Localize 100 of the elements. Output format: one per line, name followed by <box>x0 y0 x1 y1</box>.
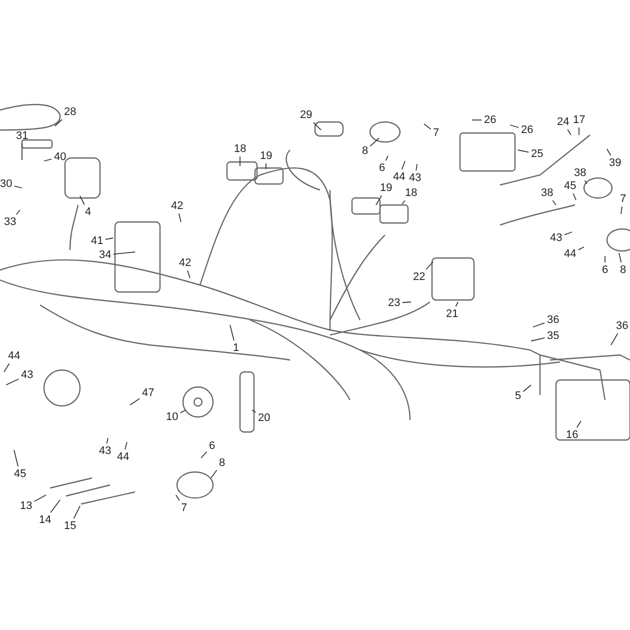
callout-number: 36 <box>616 320 628 332</box>
leader-line <box>618 252 622 263</box>
callout-number: 43 <box>550 232 562 244</box>
leader-line <box>370 138 380 147</box>
callout-number: 45 <box>14 468 26 480</box>
callout-number: 10 <box>166 410 178 424</box>
leader-line <box>584 180 588 184</box>
callout-number: 8 <box>219 456 226 470</box>
leader-line <box>313 122 322 130</box>
callout-number: 22 <box>413 270 426 284</box>
callout-number: 39 <box>609 156 622 170</box>
callout-number: 34 <box>99 248 112 262</box>
callout-number: 4 <box>85 206 92 218</box>
leader-line <box>426 262 434 270</box>
leader-line <box>532 322 546 328</box>
callout-number: 7 <box>433 126 440 140</box>
leader-line <box>80 196 85 205</box>
leader-line <box>73 506 80 519</box>
leader-line <box>455 302 458 307</box>
leader-line <box>576 420 582 428</box>
leader-line <box>530 337 546 342</box>
callout-number: 44 <box>117 450 130 464</box>
callout-number: 20 <box>258 412 270 424</box>
callout-number: 33 <box>4 216 16 228</box>
callout-number: 38 <box>574 166 586 180</box>
leader-line <box>210 470 218 478</box>
leader-line <box>200 451 208 458</box>
leader-line <box>34 494 46 502</box>
callout-number: 25 <box>531 148 544 160</box>
callout-number: 31 <box>16 130 28 142</box>
callout-number: 17 <box>573 114 586 126</box>
leader-line <box>578 127 580 136</box>
callout-number: 42 <box>171 200 184 212</box>
leader-line <box>376 195 382 206</box>
callout-number: 45 <box>564 180 576 192</box>
leader-line <box>572 193 576 200</box>
callout-number: 1 <box>233 342 240 354</box>
callout-number: 16 <box>566 428 578 442</box>
leader-line <box>510 124 520 128</box>
callout-number: 24 <box>557 116 570 128</box>
leader-line <box>578 246 584 250</box>
callout-number: 44 <box>393 170 406 184</box>
leader-line <box>552 200 556 206</box>
callout-number: 6 <box>602 264 608 276</box>
callout-number: 5 <box>515 390 522 402</box>
callout-number: 18 <box>234 142 246 156</box>
leader-line <box>564 232 572 236</box>
leader-line <box>14 186 22 188</box>
callout-number: 28 <box>64 106 76 118</box>
callout-number: 14 <box>39 514 52 526</box>
leader-line <box>518 150 530 153</box>
leader-line <box>180 410 186 414</box>
leader-line <box>402 200 406 204</box>
leader-line <box>16 210 20 215</box>
leader-line <box>44 158 52 162</box>
callout-number: 44 <box>564 248 576 260</box>
leader-line <box>252 410 256 413</box>
callout-number: 19 <box>260 150 272 162</box>
callout-number: 40 <box>54 150 66 164</box>
callout-number: 8 <box>362 144 368 158</box>
callout-number: 41 <box>91 234 104 248</box>
leader-line <box>385 156 388 161</box>
callout-number: 13 <box>20 500 32 512</box>
callout-number: 7 <box>620 192 626 206</box>
callout-number: 30 <box>0 178 12 190</box>
callout-number: 47 <box>142 386 154 400</box>
leader-line <box>6 378 20 386</box>
callout-number: 43 <box>99 444 112 458</box>
callout-number: 44 <box>8 350 20 362</box>
callout-number: 6 <box>209 440 216 452</box>
leader-line <box>416 164 418 171</box>
callout-number: 19 <box>380 182 392 194</box>
leader-line <box>604 256 606 263</box>
leader-line <box>610 333 618 346</box>
callout-number: 43 <box>409 172 422 184</box>
callout-number: 26 <box>484 114 496 126</box>
leader-line <box>54 119 62 126</box>
leader-line <box>522 384 532 392</box>
leader-line <box>567 129 572 136</box>
callout-number: 36 <box>547 314 560 326</box>
leader-line <box>106 438 108 444</box>
callout-number: 43 <box>21 368 34 382</box>
leader-line <box>178 213 182 222</box>
callout-number: 8 <box>620 264 626 276</box>
leader-line <box>112 252 136 255</box>
leader-line <box>620 206 622 214</box>
leader-line <box>124 442 128 450</box>
leader-line <box>130 398 140 406</box>
callout-number: 23 <box>388 296 400 310</box>
callout-number: 21 <box>446 308 458 320</box>
leader-line <box>187 270 190 278</box>
leader-line <box>606 148 612 156</box>
leader-line <box>424 124 432 130</box>
callout-number: 29 <box>300 108 312 122</box>
leader-line <box>50 500 60 513</box>
leader-line <box>4 363 10 372</box>
leader-line <box>402 302 412 303</box>
leader-line <box>176 494 180 501</box>
leader-line <box>104 238 114 240</box>
leader-line <box>401 160 406 170</box>
